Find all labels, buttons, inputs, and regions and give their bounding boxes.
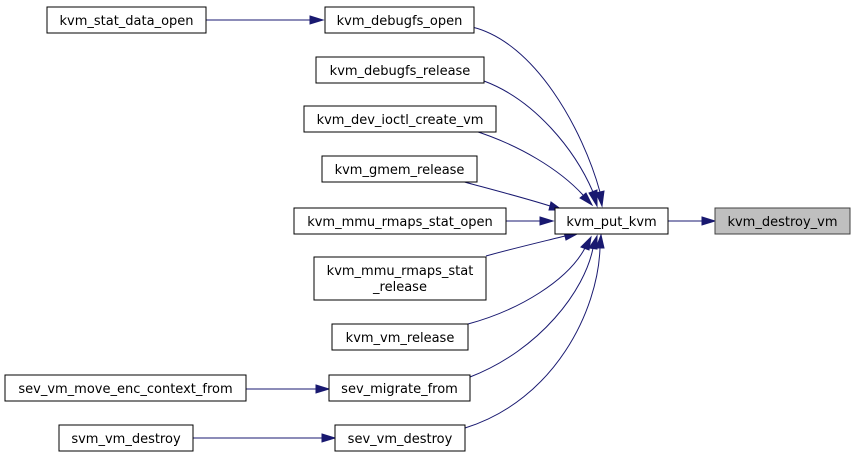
node-kvm-vm-release[interactable]: kvm_vm_release [331,323,469,351]
node-kvm-debugfs-release[interactable]: kvm_debugfs_release [315,56,485,84]
node-label-line2: _release [372,280,427,295]
edge-kvm-stat-data-open-to-kvm-debugfs-open [206,15,325,25]
node-svm-vm-destroy[interactable]: svm_vm_destroy [58,424,194,452]
node-label: kvm_gmem_release [335,163,465,178]
node-label: kvm_mmu_rmaps_stat_open [307,215,493,230]
edge-sev-vm-move-enc-context-from-to-sev-migrate-from [246,384,331,394]
node-label: kvm_debugfs_open [337,14,463,29]
edge-kvm-mmu-rmaps-stat-open-to-kvm-put-kvm [506,216,555,226]
node-kvm-dev-ioctl-create-vm[interactable]: kvm_dev_ioctl_create_vm [303,105,497,133]
node-label: svm_vm_destroy [71,432,181,447]
node-kvm-debugfs-open[interactable]: kvm_debugfs_open [324,6,475,34]
node-label-line1: kvm_mmu_rmaps_stat [327,264,474,279]
node-sev-migrate-from[interactable]: sev_migrate_from [328,374,471,402]
edge-kvm-gmem-release-to-kvm-put-kvm [456,179,564,211]
edge-kvm-dev-ioctl-create-vm-to-kvm-put-kvm [471,129,594,207]
edge-kvm-debugfs-release-to-kvm-put-kvm [483,80,598,208]
node-label: kvm_dev_ioctl_create_vm [317,113,484,128]
edge-sev-migrate-from-to-kvm-put-kvm [469,234,598,378]
node-kvm-stat-data-open[interactable]: kvm_stat_data_open [46,6,207,34]
node-kvm-put-kvm[interactable]: kvm_put_kvm [554,207,669,235]
edge-sev-vm-destroy-to-kvm-put-kvm [464,233,605,429]
node-label: kvm_destroy_vm [727,215,837,230]
node-label: sev_migrate_from [341,382,458,397]
node-label: sev_vm_destroy [348,432,453,447]
edge-kvm-put-kvm-to-kvm-destroy-vm [668,216,717,226]
edge-kvm-debugfs-open-to-kvm-put-kvm [471,26,605,208]
node-kvm-mmu-rmaps-stat-release[interactable]: kvm_mmu_rmaps_stat _release [313,256,487,301]
node-sev-vm-destroy[interactable]: sev_vm_destroy [334,424,466,452]
node-label: kvm_stat_data_open [59,14,193,29]
node-label: sev_vm_move_enc_context_from [18,382,232,397]
edge-svm-vm-destroy-to-sev-vm-destroy [193,433,337,443]
node-kvm-gmem-release[interactable]: kvm_gmem_release [321,155,478,183]
edge-kvm-mmu-rmaps-stat-release-to-kvm-put-kvm [485,231,579,257]
node-label: kvm_put_kvm [566,215,656,230]
node-kvm-destroy-vm[interactable]: kvm_destroy_vm [714,207,851,235]
edge-kvm-vm-release-to-kvm-put-kvm [467,235,592,325]
node-label: kvm_vm_release [346,331,455,346]
node-kvm-mmu-rmaps-stat-open[interactable]: kvm_mmu_rmaps_stat_open [293,207,507,235]
node-label: kvm_debugfs_release [330,64,471,79]
node-sev-vm-move-enc-context-from[interactable]: sev_vm_move_enc_context_from [4,374,247,402]
